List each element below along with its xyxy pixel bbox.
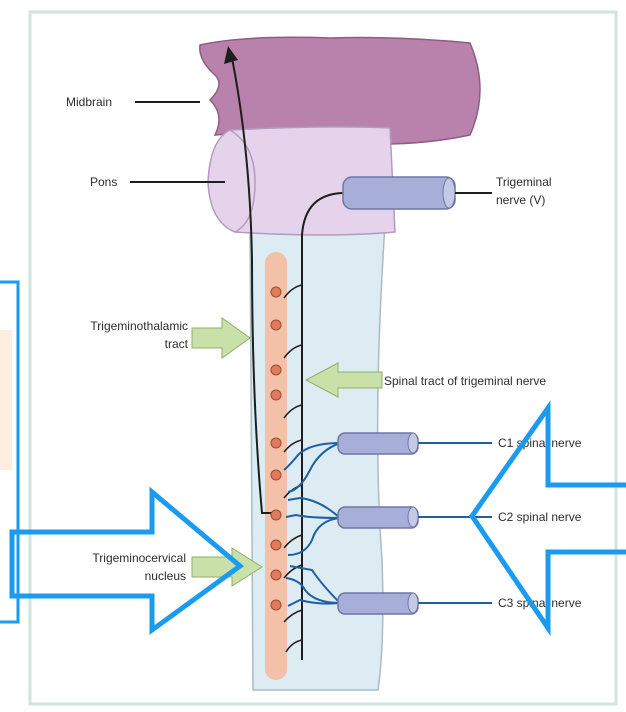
- nucleus-dot: [271, 600, 281, 610]
- trigeminothalamic-label-line2: tract: [165, 337, 189, 351]
- c3-label: C3 spinal nerve: [498, 596, 582, 610]
- c1-label: C1 spinal nerve: [498, 436, 582, 450]
- nucleus-dot: [271, 510, 281, 520]
- spinal-tract-label: Spinal tract of trigeminal nerve: [384, 374, 546, 388]
- trigeminocervical-label-line2: nucleus: [145, 569, 186, 583]
- trigeminocervical-label-line1: Trigeminocervical: [92, 551, 186, 565]
- midbrain-label: Midbrain: [66, 95, 112, 109]
- c2-label: C2 spinal nerve: [498, 510, 582, 524]
- nucleus-dot: [271, 540, 281, 550]
- nucleus-dot: [271, 570, 281, 580]
- trigeminal-nerve-label-line2: nerve (V): [496, 193, 545, 207]
- nucleus-dot: [271, 438, 281, 448]
- left-annotation-fill: [0, 330, 12, 470]
- trigeminothalamic-label-line1: Trigeminothalamic: [90, 319, 188, 333]
- trigeminal-nerve-label-line1: Trigeminal: [496, 175, 552, 189]
- nucleus-dot: [271, 470, 281, 480]
- pons-label: Pons: [90, 175, 117, 189]
- nucleus-column: [265, 252, 287, 680]
- nucleus-dot: [271, 365, 281, 375]
- nucleus-dot: [271, 287, 281, 297]
- nucleus-dot: [271, 320, 281, 330]
- nucleus-dot: [271, 390, 281, 400]
